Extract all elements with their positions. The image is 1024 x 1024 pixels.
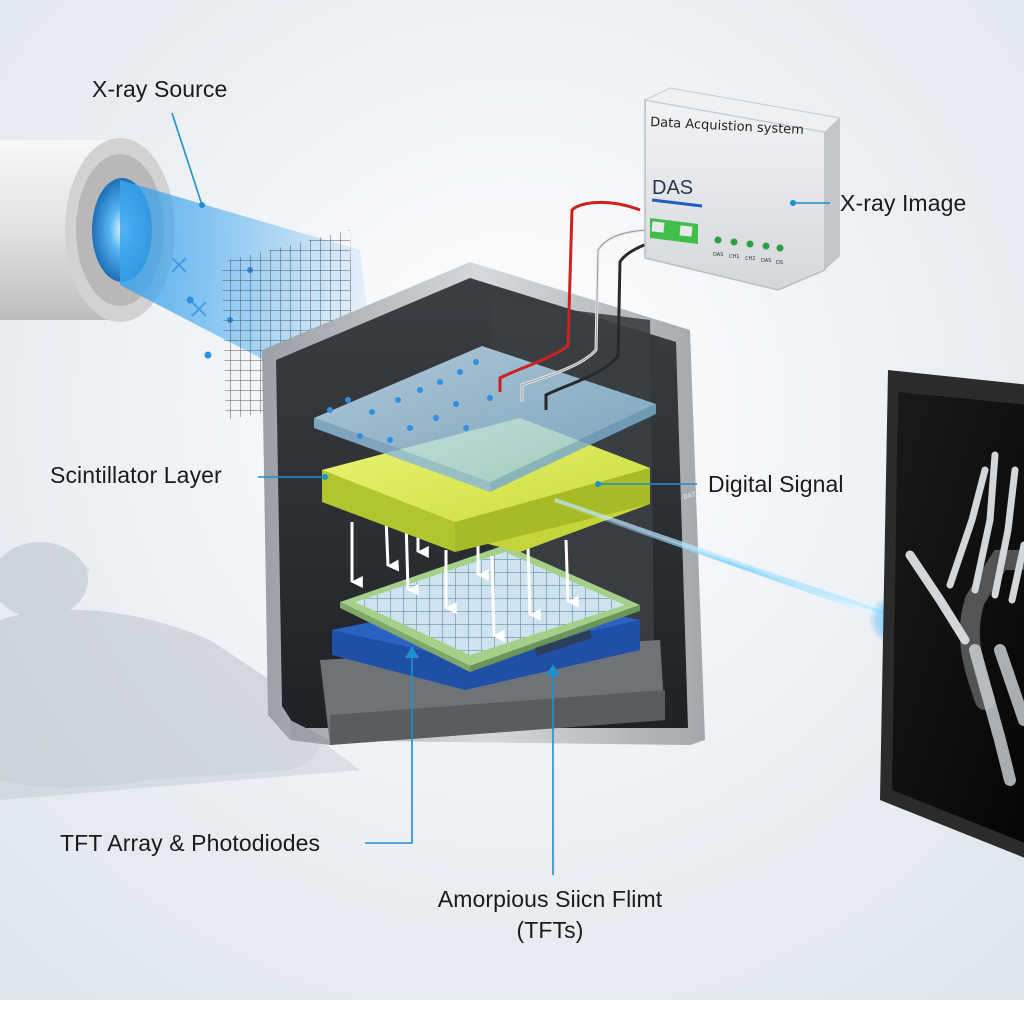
label-xray-image: X-ray Image [840, 190, 967, 216]
digital-signal-beam [560, 505, 900, 625]
led-label: DS [776, 260, 783, 266]
label-tft-array: TFT Array & Photodiodes [60, 830, 321, 856]
xray-path-marks [171, 257, 207, 317]
label-scintillator-layer: Scintillator Layer [50, 462, 222, 488]
leader-arrowheads [405, 646, 560, 676]
das-box-icon [643, 87, 842, 291]
led-label: DAS [713, 252, 723, 258]
tft-array-plate [340, 545, 640, 672]
label-amorphous-silicon: Amorpious Siicn Flimt (TFTs) [400, 886, 700, 944]
label-xray-source: X-ray Source [92, 76, 228, 102]
label-amorphous-line2: (TFTs) [516, 917, 584, 943]
das-code: DAS [652, 177, 693, 199]
led-label: CH2 [745, 256, 755, 262]
leader-dots [199, 200, 796, 487]
light-arrows [350, 512, 579, 642]
led-label: CH1 [729, 254, 739, 260]
plate-particles [327, 359, 493, 443]
bottom-band [0, 1000, 1024, 1024]
patient-silhouette-icon [0, 542, 360, 800]
led-label: DAS [761, 258, 771, 264]
signal-beam-core [554, 498, 906, 622]
das-led-labels: DAS CH1 CH2 DAS DS [713, 252, 783, 266]
monitor-icon [880, 370, 1024, 858]
das-status-leds [714, 236, 784, 252]
hand-xray [905, 451, 1024, 786]
label-digital-signal: Digital Signal [708, 471, 844, 497]
leader-lines [171, 112, 830, 875]
label-amorphous-line1: Amorpious Siicn Flimt [437, 886, 663, 912]
